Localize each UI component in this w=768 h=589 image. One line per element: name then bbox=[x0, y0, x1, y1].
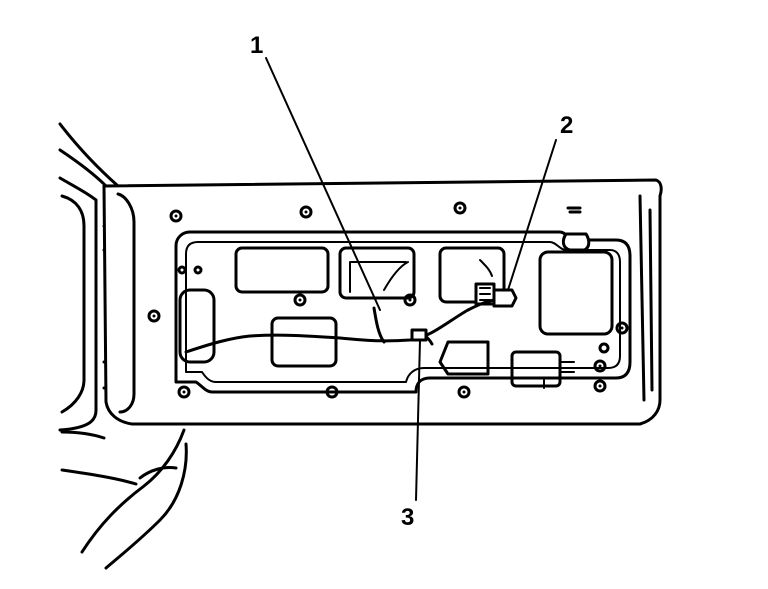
callout-leader-lines bbox=[265, 57, 557, 501]
callout-3: 3 bbox=[401, 504, 415, 531]
callout-1: 1 bbox=[250, 32, 264, 59]
technician-hand bbox=[60, 428, 188, 570]
access-holes bbox=[178, 246, 614, 388]
electrical-connectors bbox=[474, 232, 591, 373]
callout-2: 2 bbox=[560, 112, 574, 139]
fastener-bolts bbox=[147, 201, 629, 399]
door-inner-panel bbox=[174, 230, 632, 394]
